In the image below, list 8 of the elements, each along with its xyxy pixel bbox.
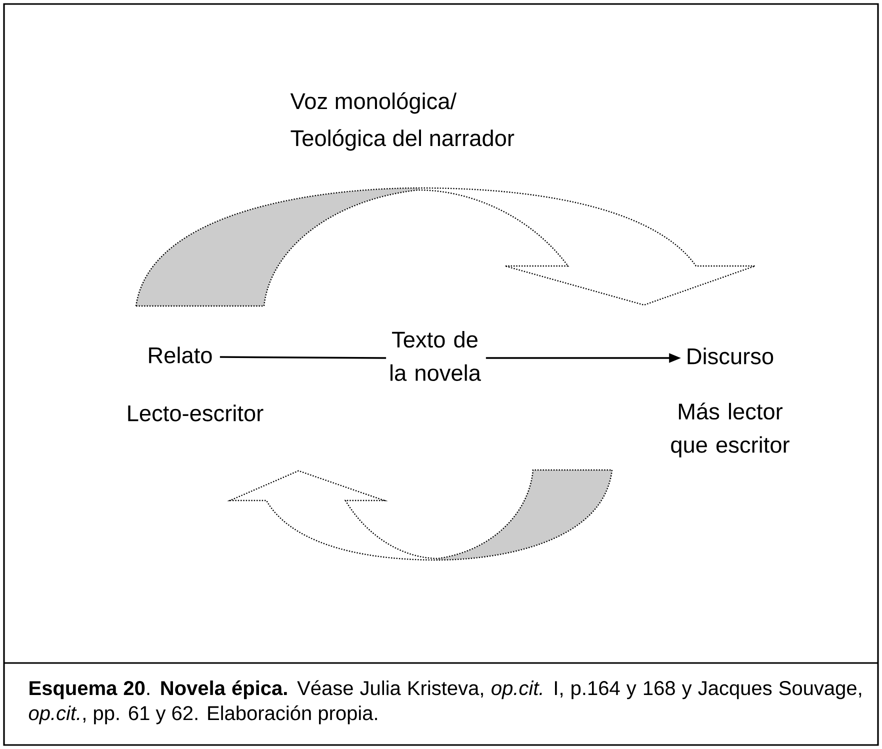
label-text: Teológica del narrador [290, 129, 514, 151]
term-label: Lecto-escritor [128, 404, 264, 422]
caption-text: Esquema 20. Novela épica. Véase Julia Kristeva, op.cit. I, p.164 y 168 y Jacques Souvage, op.cit., pp. 61 y 62. Elaboración propia. [28, 680, 862, 724]
label-text: Voz monológica/ [290, 92, 457, 114]
term-label: Texto de la novela [390, 331, 481, 381]
term-label: Discurso [688, 348, 774, 364]
term-label: Relato [149, 346, 212, 364]
term-label: Más lector que escritor [671, 402, 790, 458]
